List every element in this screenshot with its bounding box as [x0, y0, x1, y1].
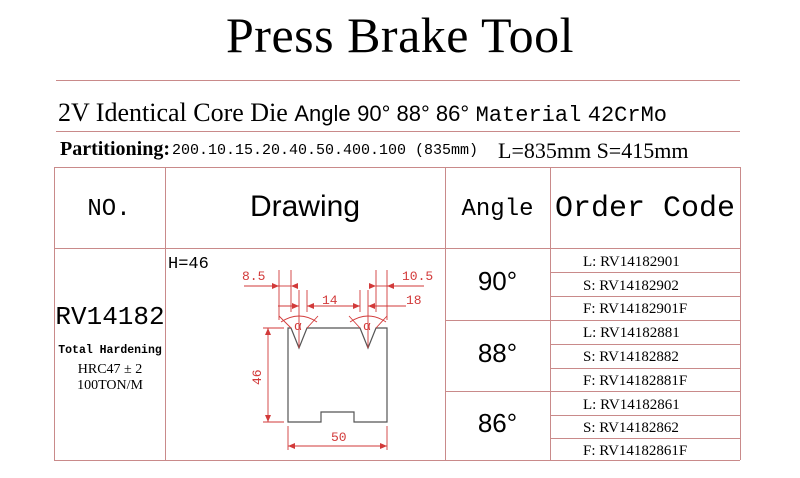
product-name: 2V Identical Core Die [58, 98, 288, 127]
col-divider-drawing [445, 167, 446, 460]
col-divider-no [165, 167, 166, 460]
dim-v2: 18 [406, 293, 422, 308]
code-divider [550, 368, 740, 369]
code-divider [550, 344, 740, 345]
header-order-code: Order Code [554, 192, 736, 226]
code-divider [550, 415, 740, 416]
dim-left-offset: 8.5 [242, 269, 265, 284]
spec-tonnage: 100TON/M [77, 378, 143, 393]
dimension-lines [244, 270, 424, 450]
table-left-border [54, 167, 55, 460]
partitioning-value: 200.10.15.20.40.50.400.100 (835mm) [172, 142, 479, 159]
material-label: Material [475, 103, 582, 128]
title-divider [56, 80, 740, 81]
angle-values: 90° 88° 86° [357, 101, 470, 126]
angle-label: Angle [294, 101, 351, 126]
table-top-border [54, 167, 740, 168]
order-code-f-86: F: RV14182861F [583, 443, 688, 459]
header-angle: Angle [461, 196, 534, 223]
table-bottom-border [54, 460, 740, 461]
height-label: H=46 [168, 255, 209, 274]
dim-width: 50 [331, 430, 347, 445]
subtitle-divider [56, 131, 740, 132]
order-code-s-86: S: RV14182862 [583, 420, 679, 436]
col-divider-angle [550, 167, 551, 460]
header-no: NO. [87, 196, 131, 223]
order-code-s-88: S: RV14182882 [583, 349, 679, 365]
code-divider [550, 296, 740, 297]
row-divider-90 [445, 320, 740, 321]
alpha-left: α [294, 319, 302, 334]
page-title: Press Brake Tool [226, 7, 574, 63]
product-subtitle: 2V Identical Core Die Angle 90° 88° 86° … [58, 98, 667, 128]
spec-hrc: HRC47 ± 2 [77, 362, 143, 377]
angle-90: 90° [477, 266, 518, 296]
header-drawing: Drawing [249, 190, 361, 223]
row-divider-88 [445, 391, 740, 392]
order-code-l-90: L: RV14182901 [583, 254, 680, 270]
angle-88: 88° [477, 338, 518, 368]
table-right-border [740, 167, 741, 460]
angle-86: 86° [477, 408, 518, 438]
partitioning-label: Partitioning: [60, 138, 170, 160]
code-divider [550, 438, 740, 439]
table-header-border [54, 248, 740, 249]
order-code-l-88: L: RV14182881 [583, 325, 680, 341]
dimension-arrows [265, 283, 394, 449]
order-code-f-90: F: RV14182901F [583, 301, 688, 317]
dim-right-offset: 10.5 [402, 269, 433, 284]
order-code-f-88: F: RV14182881F [583, 373, 688, 389]
length-values: L=835mm S=415mm [498, 138, 689, 163]
spec-hardening: Total Hardening [58, 344, 162, 357]
material-value: 42CrMo [587, 103, 667, 128]
alpha-right: α [363, 319, 371, 334]
dim-v1: 14 [322, 293, 338, 308]
die-drawing: 8.5 10.5 14 18 α α 46 50 [242, 269, 433, 450]
dim-height: 46 [250, 369, 265, 385]
model-number: RV14182 [55, 302, 165, 332]
order-code-l-86: L: RV14182861 [583, 397, 680, 413]
die-profile [287, 327, 388, 423]
code-divider [550, 272, 740, 273]
order-code-s-90: S: RV14182902 [583, 278, 679, 294]
